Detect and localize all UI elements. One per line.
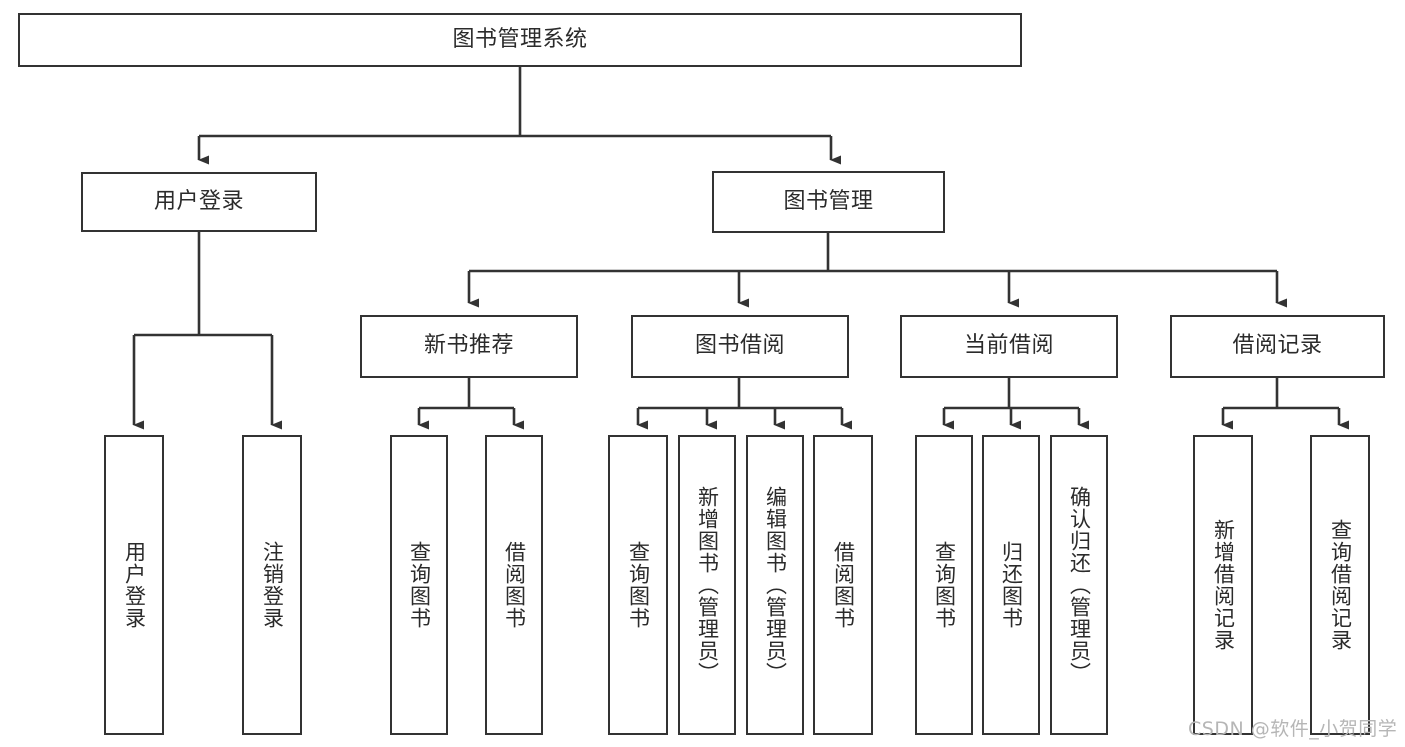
node-leaf-borrow-book-2[interactable]: 借阅图书 (813, 435, 873, 735)
node-book-management-system[interactable]: 图书管理系统 (18, 13, 1022, 67)
node-leaf-borrow-book-1[interactable]: 借阅图书 (485, 435, 543, 735)
node-new-book-recommend[interactable]: 新书推荐 (360, 315, 578, 378)
node-leaf-logout-login[interactable]: 注销登录 (242, 435, 302, 735)
node-label: 注销登录 (260, 541, 285, 629)
node-label: 查询图书 (626, 541, 651, 629)
node-book-borrow[interactable]: 图书借阅 (631, 315, 849, 378)
node-label: 编辑图书（管理员） (763, 486, 788, 684)
node-borrow-record[interactable]: 借阅记录 (1170, 315, 1385, 378)
node-leaf-query-book-3[interactable]: 查询图书 (915, 435, 973, 735)
node-label: 新书推荐 (423, 333, 514, 359)
node-leaf-query-borrow-record[interactable]: 查询借阅记录 (1310, 435, 1370, 735)
node-leaf-confirm-return[interactable]: 确认归还（管理员） (1050, 435, 1108, 735)
node-label: 用户登录 (122, 541, 147, 629)
node-current-borrow[interactable]: 当前借阅 (900, 315, 1118, 378)
node-label: 借阅记录 (1232, 333, 1323, 359)
node-label: 确认归还（管理员） (1067, 486, 1092, 684)
node-user-login[interactable]: 用户登录 (81, 172, 317, 232)
node-leaf-add-book[interactable]: 新增图书（管理员） (678, 435, 736, 735)
node-leaf-query-book-1[interactable]: 查询图书 (390, 435, 448, 735)
node-label: 图书管理 (783, 188, 874, 214)
node-leaf-edit-book[interactable]: 编辑图书（管理员） (746, 435, 804, 735)
node-book-management[interactable]: 图书管理 (712, 171, 945, 233)
node-leaf-add-borrow-record[interactable]: 新增借阅记录 (1193, 435, 1253, 735)
node-leaf-user-login[interactable]: 用户登录 (104, 435, 164, 735)
node-label: 用户登录 (153, 188, 244, 214)
node-leaf-query-book-2[interactable]: 查询图书 (608, 435, 668, 735)
node-label: 图书管理系统 (452, 26, 588, 52)
node-label: 新增图书（管理员） (695, 486, 720, 684)
node-label: 查询图书 (407, 541, 432, 629)
node-leaf-return-book[interactable]: 归还图书 (982, 435, 1040, 735)
node-label: 查询图书 (932, 541, 957, 629)
node-label: 图书借阅 (694, 333, 785, 359)
node-label: 借阅图书 (502, 541, 527, 629)
node-label: 查询借阅记录 (1328, 519, 1353, 651)
node-label: 当前借阅 (963, 333, 1054, 359)
node-label: 归还图书 (999, 541, 1024, 629)
node-label: 新增借阅记录 (1211, 519, 1236, 651)
csdn-watermark: CSDN @软件_小贺同学 (1188, 718, 1398, 740)
node-label: 借阅图书 (831, 541, 856, 629)
